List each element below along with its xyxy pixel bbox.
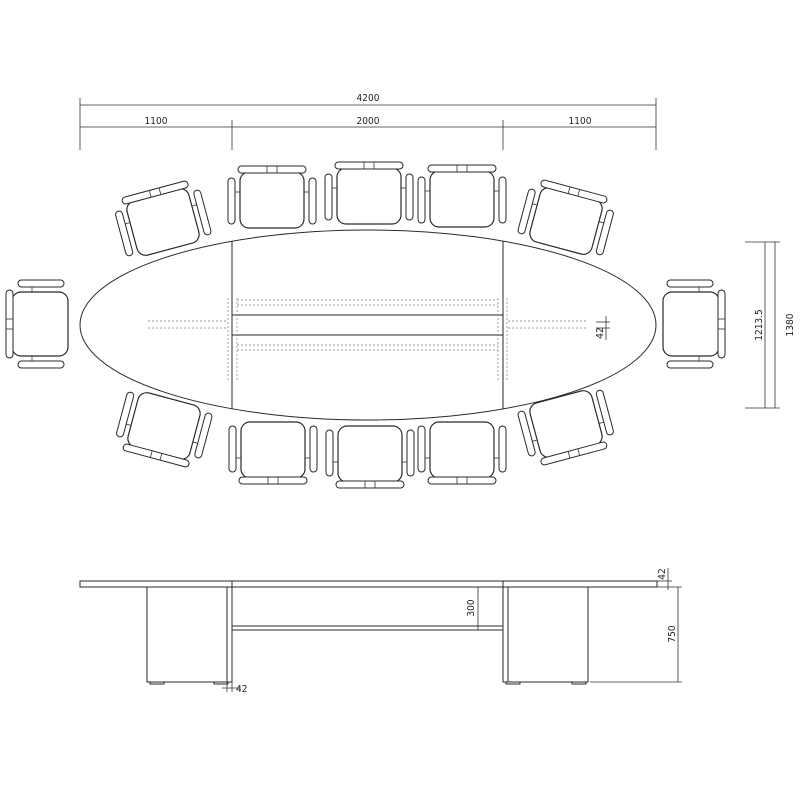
dim-top-thickness: 42 — [657, 568, 668, 579]
dim-segment-right: 1100 — [569, 116, 592, 127]
dim-segment-left: 1100 — [145, 116, 168, 127]
chair-bottom-4 — [417, 421, 507, 485]
dim-modesty-height: 300 — [466, 599, 477, 616]
dim-table-height: 750 — [667, 625, 678, 642]
table-top-plan: 42 — [79, 229, 657, 421]
chair-top-2 — [227, 165, 317, 229]
plan-depth-dimensions: 1213.5 1380 — [745, 241, 796, 409]
chairs — [5, 161, 726, 489]
chair-left-end — [5, 279, 69, 369]
chair-top-3 — [324, 161, 414, 225]
dim-center-gap: 42 — [595, 327, 606, 338]
table-elevation: 300 42 750 42 — [79, 568, 682, 695]
chair-bottom-2 — [228, 421, 318, 485]
plan-overall-dimension: 4200 — [79, 93, 657, 150]
chair-bottom-5 — [515, 384, 618, 469]
dim-depth-inner: 1213.5 — [754, 309, 765, 340]
chair-right-end — [662, 279, 726, 369]
dim-panel-thickness: 42 — [236, 684, 247, 695]
plan-segment-dimensions: 1100 2000 1100 — [80, 116, 656, 150]
dim-overall-width: 4200 — [357, 93, 380, 104]
chair-bottom-3 — [325, 425, 415, 489]
dim-segment-center: 2000 — [357, 116, 380, 127]
chair-top-4 — [417, 164, 507, 228]
dim-depth-outer: 1380 — [785, 313, 796, 336]
chair-bottom-1 — [112, 386, 215, 471]
